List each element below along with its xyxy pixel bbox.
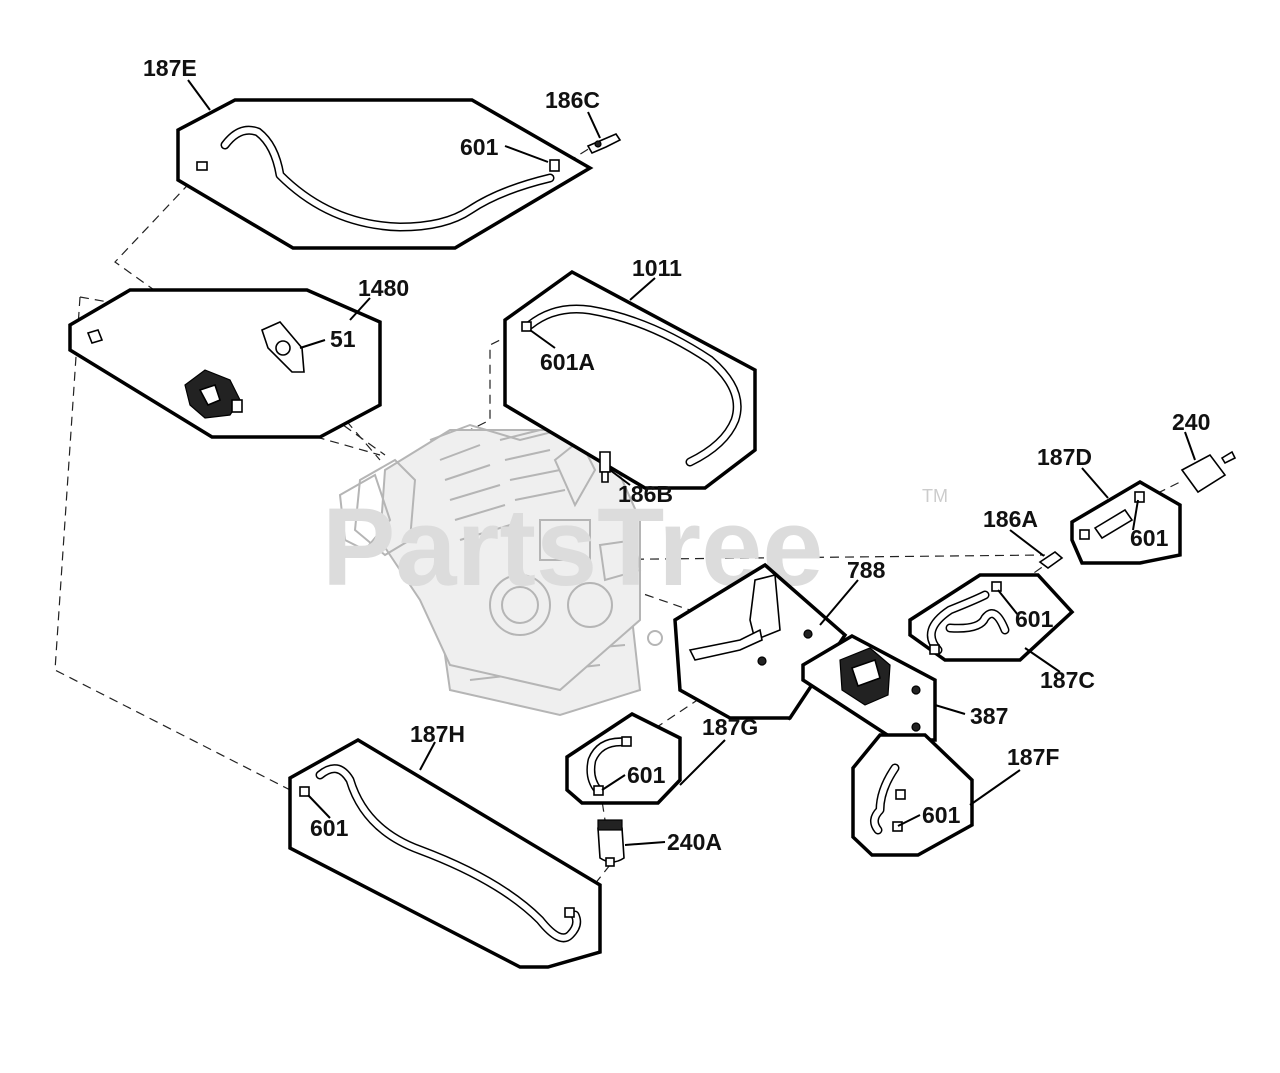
clamp-icon <box>929 644 940 655</box>
watermark-trademark: TM <box>922 486 948 506</box>
label-186A: 186A <box>983 506 1038 532</box>
fitting-186B[interactable] <box>599 451 611 483</box>
fuel-filter-240A[interactable] <box>597 819 625 867</box>
label-601-187F: 601 <box>922 802 961 828</box>
label-1011: 1011 <box>632 255 682 281</box>
label-788: 788 <box>847 557 886 583</box>
fuel-filter-240[interactable] <box>1180 450 1237 494</box>
clamp-icon <box>299 786 310 797</box>
clamp-icon <box>549 159 560 172</box>
label-187E: 187E <box>143 55 197 81</box>
clamp-icon <box>521 321 532 332</box>
leader-lines <box>187 79 1196 846</box>
gasket-51[interactable] <box>261 321 305 373</box>
label-186B: 186B <box>618 481 673 507</box>
clamp-icon <box>892 821 903 832</box>
label-601-187H: 601 <box>310 815 349 841</box>
label-240A: 240A <box>667 829 722 855</box>
panel-187E[interactable] <box>176 98 594 250</box>
fitting-186A[interactable] <box>1038 550 1064 569</box>
label-186C: 186C <box>545 87 600 113</box>
panel-187F[interactable] <box>851 733 974 857</box>
panel-187G[interactable] <box>565 711 682 805</box>
label-51: 51 <box>330 326 356 352</box>
label-187F: 187F <box>1007 744 1059 770</box>
fitting-186C[interactable] <box>586 133 622 155</box>
label-601-187G: 601 <box>627 762 666 788</box>
clamp-icon <box>1134 491 1145 503</box>
panel-187D[interactable] <box>1070 479 1182 565</box>
panel-387[interactable] <box>801 633 937 742</box>
clamp-icon <box>895 789 906 800</box>
label-387: 387 <box>970 703 1008 729</box>
label-187H: 187H <box>410 721 465 747</box>
label-1480: 1480 <box>358 275 409 301</box>
label-187C: 187C <box>1040 667 1095 693</box>
panel-1011[interactable] <box>503 269 757 490</box>
label-187D: 187D <box>1037 444 1092 470</box>
clamp-icon <box>593 785 604 796</box>
callout-labels: 187E 186C 601 1480 51 1011 601A 186B 240… <box>143 55 1210 855</box>
label-601-187E: 601 <box>460 134 499 160</box>
panel-187H[interactable] <box>288 737 602 969</box>
clamp-icon <box>1079 529 1090 540</box>
clamp-icon <box>621 736 632 747</box>
label-187G: 187G <box>702 714 758 740</box>
label-601-187C: 601 <box>1015 606 1054 632</box>
panel-1480[interactable] <box>68 288 382 439</box>
clamp-icon <box>564 907 575 918</box>
label-240: 240 <box>1172 409 1210 435</box>
clamp-icon <box>196 161 208 171</box>
clamp-icon <box>991 581 1002 592</box>
label-601A: 601A <box>540 349 595 375</box>
label-601-187D: 601 <box>1130 525 1169 551</box>
engine-block <box>338 423 663 717</box>
panel-187C[interactable] <box>908 573 1075 662</box>
